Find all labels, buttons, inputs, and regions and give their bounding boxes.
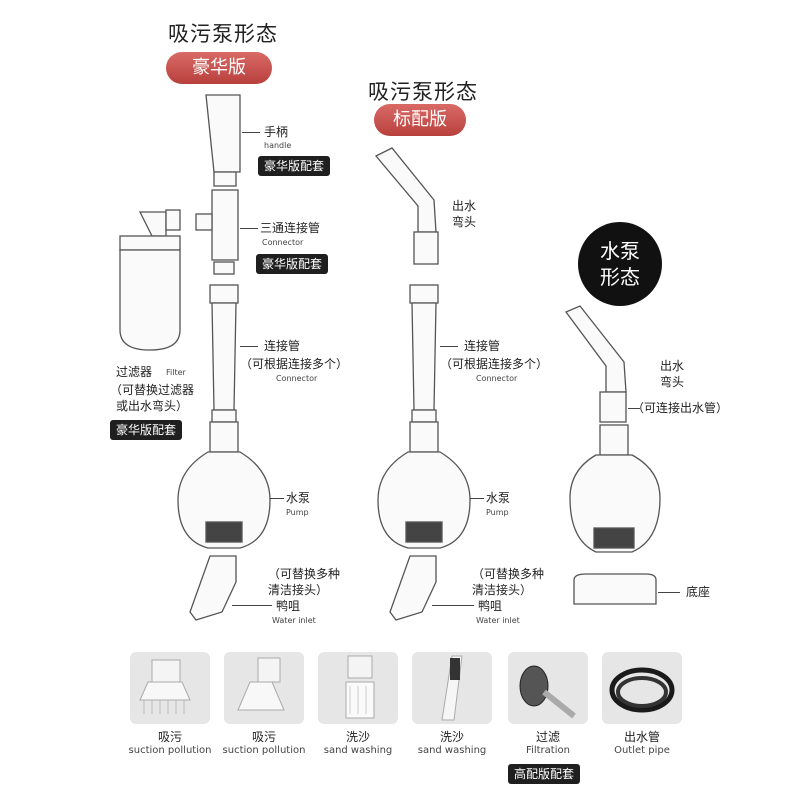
outlet-pipe-icon bbox=[609, 667, 675, 713]
accessory-label-en-3: sand washing bbox=[323, 745, 393, 756]
standard-pump-label-en: Pump bbox=[486, 508, 509, 517]
accessory-label-en-1: suction pollution bbox=[128, 745, 212, 756]
waterpump-title-line2: 形态 bbox=[600, 265, 640, 289]
standard-badge: 标配版 bbox=[374, 104, 466, 136]
brush-nozzle-icon bbox=[139, 659, 191, 714]
filter-deluxe-tag: 豪华版配套 bbox=[110, 420, 183, 440]
sand-tube-icon bbox=[441, 655, 463, 721]
standard-pipe-label-en: Connector bbox=[476, 374, 518, 383]
deluxe-tip-note-line2: 清洁接头） bbox=[268, 583, 329, 597]
base-label-cn: 底座 bbox=[686, 585, 711, 599]
tee-leader-line bbox=[240, 228, 258, 229]
accessory-thumb-5 bbox=[508, 652, 588, 724]
accessory-label-en-2: suction pollution bbox=[222, 745, 306, 756]
standard-tip-label-en: Water inlet bbox=[476, 616, 520, 625]
standard-pump-label-cn: 水泵 bbox=[486, 491, 511, 505]
accessory-label-en-6: Outlet pipe bbox=[614, 745, 670, 756]
accessory-label-cn-3: 洗沙 bbox=[345, 730, 370, 744]
handle-deluxe-tag: 豪华版配套 bbox=[258, 156, 331, 176]
filter-note-line2: 或出水弯头） bbox=[116, 399, 189, 413]
standard-tip-note-line2: 清洁接头） bbox=[472, 583, 533, 597]
accessory-label-cn-1: 吸污 bbox=[157, 730, 182, 744]
standard-pipe-note: （可根据连接多个） bbox=[440, 357, 549, 371]
tee-label-en: Connector bbox=[262, 238, 304, 247]
accessory-thumb-3 bbox=[318, 652, 398, 724]
accessory-label-cn-5: 过滤 bbox=[535, 730, 560, 744]
accessory-thumb-2 bbox=[224, 652, 304, 724]
accessory-label-cn-2: 吸污 bbox=[251, 730, 276, 744]
standard-pipe-leader-line bbox=[440, 346, 458, 347]
standard-tip-note-line1: （可替换多种 bbox=[472, 567, 545, 581]
filter-cartridge-icon bbox=[519, 665, 576, 719]
deluxe-tip-note-line1: （可替换多种 bbox=[268, 567, 341, 581]
tee-label-cn: 三通连接管 bbox=[260, 221, 321, 235]
deluxe-pump-label-en: Pump bbox=[286, 508, 309, 517]
sand-washer-icon bbox=[345, 655, 375, 719]
accessory-thumb-4 bbox=[412, 652, 492, 724]
standard-elbow-label-line1: 出水 bbox=[452, 199, 477, 213]
waterpump-title-badge: 水泵 形态 bbox=[578, 222, 662, 306]
waterpump-elbow-label-line1: 出水 bbox=[660, 359, 685, 373]
accessory-label-en-5: Filtration bbox=[526, 745, 570, 756]
deluxe-pipe-note: （可根据连接多个） bbox=[240, 357, 349, 371]
duck-nozzle-icon bbox=[237, 657, 285, 711]
waterpump-elbow-note: （可连接出水管） bbox=[632, 401, 729, 415]
filter-label-cn: 过滤器 bbox=[116, 365, 153, 379]
filter-note-line1: （可替换过滤器 bbox=[110, 383, 195, 397]
accessory-label-en-4: sand washing bbox=[417, 745, 487, 756]
handle-label-cn: 手柄 bbox=[264, 125, 289, 139]
deluxe-pipe-label-cn: 连接管 bbox=[264, 339, 301, 353]
deluxe-pump-label-cn: 水泵 bbox=[286, 491, 311, 505]
standard-tip-leader-line bbox=[432, 605, 474, 606]
waterpump-title-line1: 水泵 bbox=[600, 239, 640, 263]
deluxe-pump-leader-line bbox=[270, 498, 284, 499]
deluxe-badge: 豪华版 bbox=[166, 52, 272, 84]
accessories-premium-tag: 高配版配套 bbox=[508, 764, 581, 784]
waterpump-elbow-label-line2: 弯头 bbox=[660, 375, 685, 389]
deluxe-pipe-leader-line bbox=[240, 346, 258, 347]
handle-label-en: handle bbox=[264, 141, 292, 150]
standard-tip-label-cn: 鸭咀 bbox=[478, 599, 503, 613]
standard-pump-leader-line bbox=[470, 498, 484, 499]
deluxe-pipe-label-en: Connector bbox=[276, 374, 318, 383]
standard-title: 吸污泵形态 bbox=[368, 80, 478, 104]
base-leader-line bbox=[658, 592, 680, 593]
tee-deluxe-tag: 豪华版配套 bbox=[256, 254, 329, 274]
accessory-thumb-6 bbox=[602, 652, 682, 724]
waterpump-elbow-leader-line bbox=[628, 408, 640, 409]
accessory-label-cn-6: 出水管 bbox=[623, 730, 660, 744]
standard-pipe-label-cn: 连接管 bbox=[464, 339, 501, 353]
handle-illustration bbox=[205, 94, 241, 173]
deluxe-tip-leader-line bbox=[232, 605, 272, 606]
deluxe-tip-label-cn: 鸭咀 bbox=[276, 599, 301, 613]
filter-label-en: Filter bbox=[166, 368, 186, 377]
accessory-label-cn-4: 洗沙 bbox=[439, 730, 464, 744]
handle-leader-line bbox=[242, 132, 260, 133]
accessory-thumb-1 bbox=[130, 652, 210, 724]
deluxe-title: 吸污泵形态 bbox=[168, 22, 278, 46]
standard-elbow-label-line2: 弯头 bbox=[452, 215, 477, 229]
deluxe-tip-label-en: Water inlet bbox=[272, 616, 316, 625]
